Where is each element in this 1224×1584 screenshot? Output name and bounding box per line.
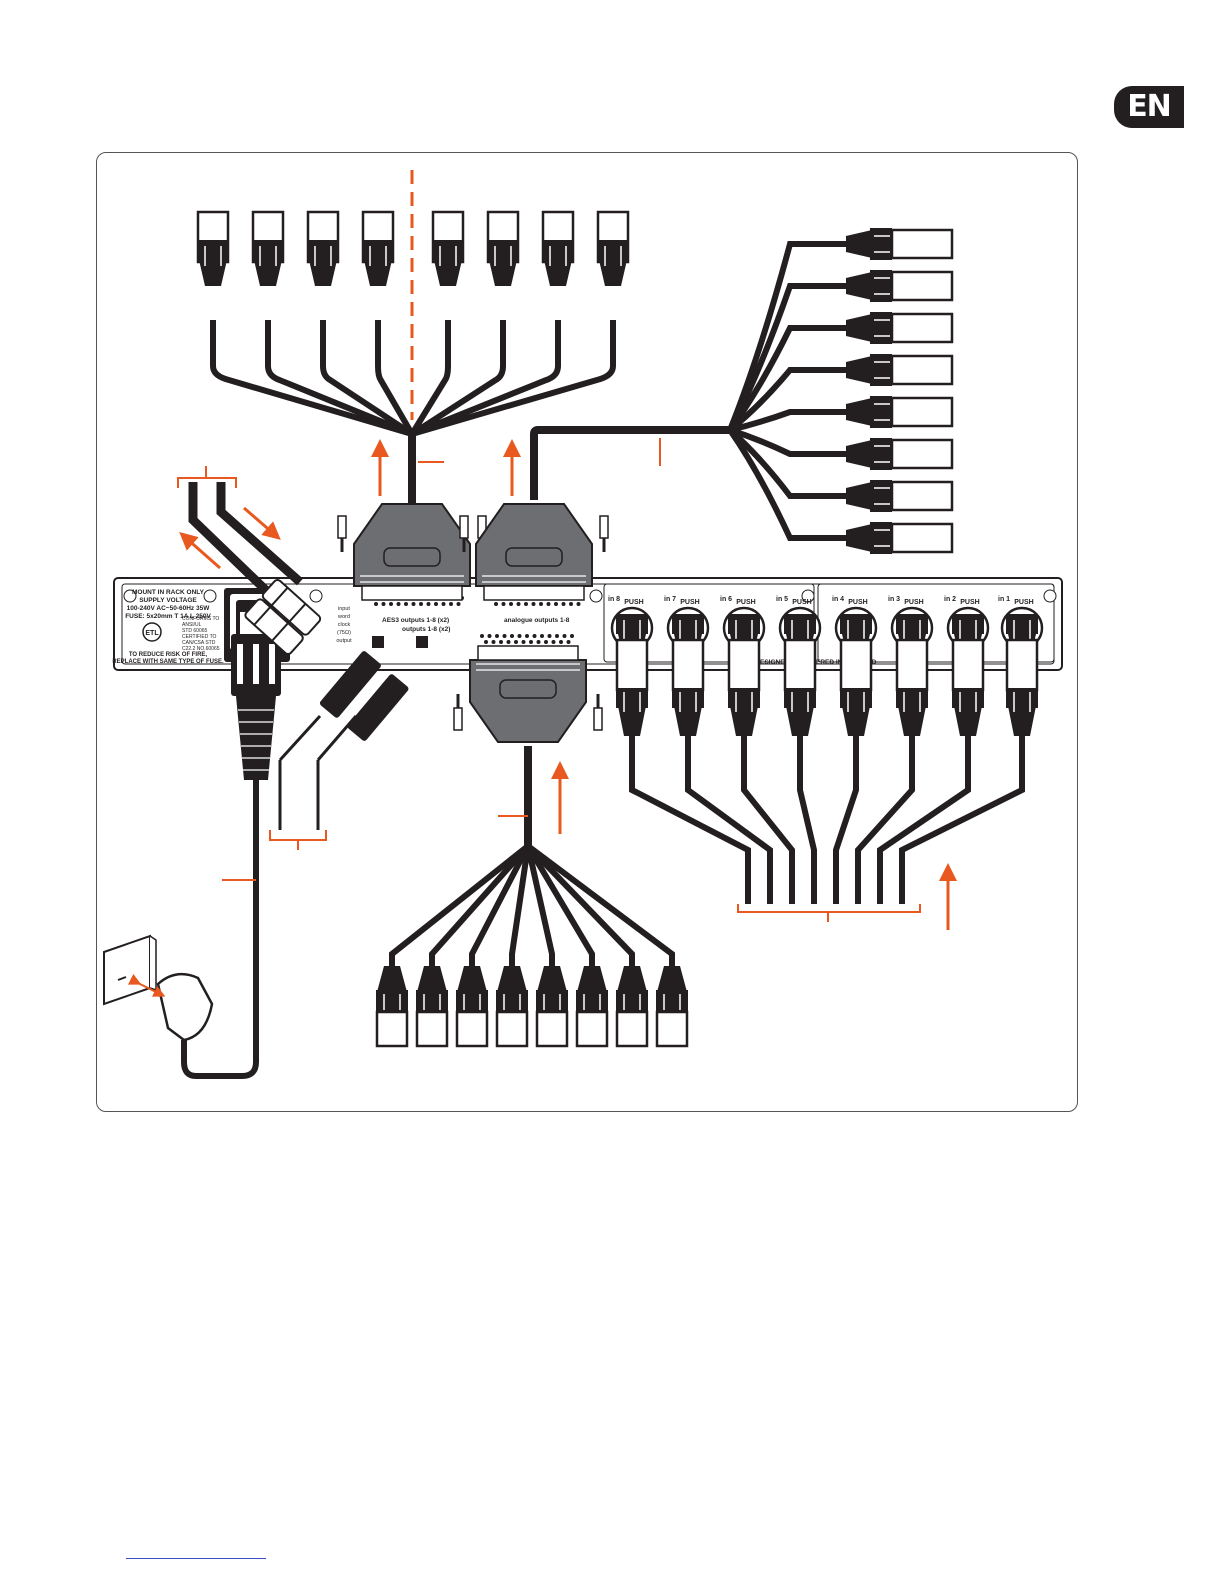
input-label: in 1	[998, 596, 1010, 603]
xlr-plug-icon	[615, 638, 649, 736]
bnc-socket-icon[interactable]	[416, 636, 428, 648]
input-label: in 5	[776, 596, 788, 603]
push-label: PUSH	[680, 599, 699, 606]
input-label: in 2	[944, 596, 956, 603]
xlr-plug-icon	[951, 638, 985, 736]
xlr-connector-icon	[596, 210, 630, 286]
xlr-connector-icon	[415, 966, 449, 1048]
etl-mark-icon: ETL	[142, 622, 162, 642]
svg-text:ETL: ETL	[145, 630, 159, 637]
analogue-breakout-xlr-males	[727, 228, 954, 554]
push-label: PUSH	[624, 599, 643, 606]
xlr-connector-icon	[541, 210, 575, 286]
bnc-cables	[177, 466, 322, 656]
wordclock-cables	[269, 651, 409, 850]
xlr-plug-icon	[895, 638, 929, 736]
xlr-plug-icon	[671, 638, 705, 736]
xlr-connector-icon	[575, 966, 609, 1048]
input-label: in 8	[608, 596, 620, 603]
xlr-connector-icon	[495, 966, 529, 1048]
xlr-connector-icon	[535, 966, 569, 1048]
bnc-socket-icon[interactable]	[372, 636, 384, 648]
input-label: in 6	[720, 596, 732, 603]
mains-cable	[181, 780, 259, 1079]
xlr-connector-icon	[486, 210, 520, 286]
xlr-connector-icon	[306, 210, 340, 286]
analogue-label: analogue outputs 1-8	[504, 617, 570, 624]
push-label: PUSH	[960, 599, 979, 606]
aes-breakout-xlr-males	[196, 210, 630, 437]
diagram-frame	[96, 152, 1078, 1112]
xlr-connector-icon	[431, 210, 465, 286]
push-label: PUSH	[792, 599, 811, 606]
xlr-connector-icon	[846, 270, 954, 302]
mains-plug-icon	[231, 634, 281, 780]
push-label: PUSH	[736, 599, 755, 606]
push-label: PUSH	[848, 599, 867, 606]
xlr-connector-icon	[196, 210, 230, 286]
xlr-connector-icon	[846, 522, 954, 554]
analogue-breakout-xlr-females	[375, 843, 689, 1048]
xlr-connector-icon	[615, 966, 649, 1048]
input-label: in 4	[832, 596, 844, 603]
xlr-plug-icon	[839, 638, 873, 736]
xlr-connector-icon	[846, 438, 954, 470]
xlr-plug-icon	[1005, 638, 1039, 736]
panel-strip-text: ESIGNED ENGINEERED IN ENGLAND	[760, 659, 877, 666]
xlr-connector-icon	[361, 210, 395, 286]
xlr-connector-icon	[375, 966, 409, 1048]
xlr-connector-icon	[846, 480, 954, 512]
xlr-connector-icon	[655, 966, 689, 1048]
xlr-connector-icon	[846, 396, 954, 428]
db25-plug-analogue-bottom[interactable]	[453, 645, 603, 743]
input-label: in 7	[664, 596, 676, 603]
xlr-connector-icon	[455, 966, 489, 1048]
push-label: PUSH	[904, 599, 923, 606]
input-xlr-cables	[615, 614, 1039, 904]
xlr-connector-icon	[846, 312, 954, 344]
aes-sub-label: outputs 1-8 (x2)	[402, 626, 450, 633]
language-badge: EN	[1114, 86, 1184, 128]
xlr-connector-icon	[846, 228, 954, 260]
db25-plug-analogue-top[interactable]	[459, 503, 609, 601]
push-label: PUSH	[1014, 599, 1033, 606]
aes-label: AES3 outputs 1-8 (x2)	[382, 617, 449, 624]
fuse-warning: TO REDUCE RISK OF FIRE,REPLACE WITH SAME…	[112, 652, 224, 665]
wall-socket-icon	[103, 934, 214, 1042]
db25-plug-aes[interactable]	[337, 503, 487, 601]
xlr-plug-icon	[727, 638, 761, 736]
footer-link-underline	[126, 1558, 266, 1559]
input-label: in 3	[888, 596, 900, 603]
xlr-plug-icon	[783, 638, 817, 736]
xlr-connector-icon	[251, 210, 285, 286]
xlr-connector-icon	[846, 354, 954, 386]
